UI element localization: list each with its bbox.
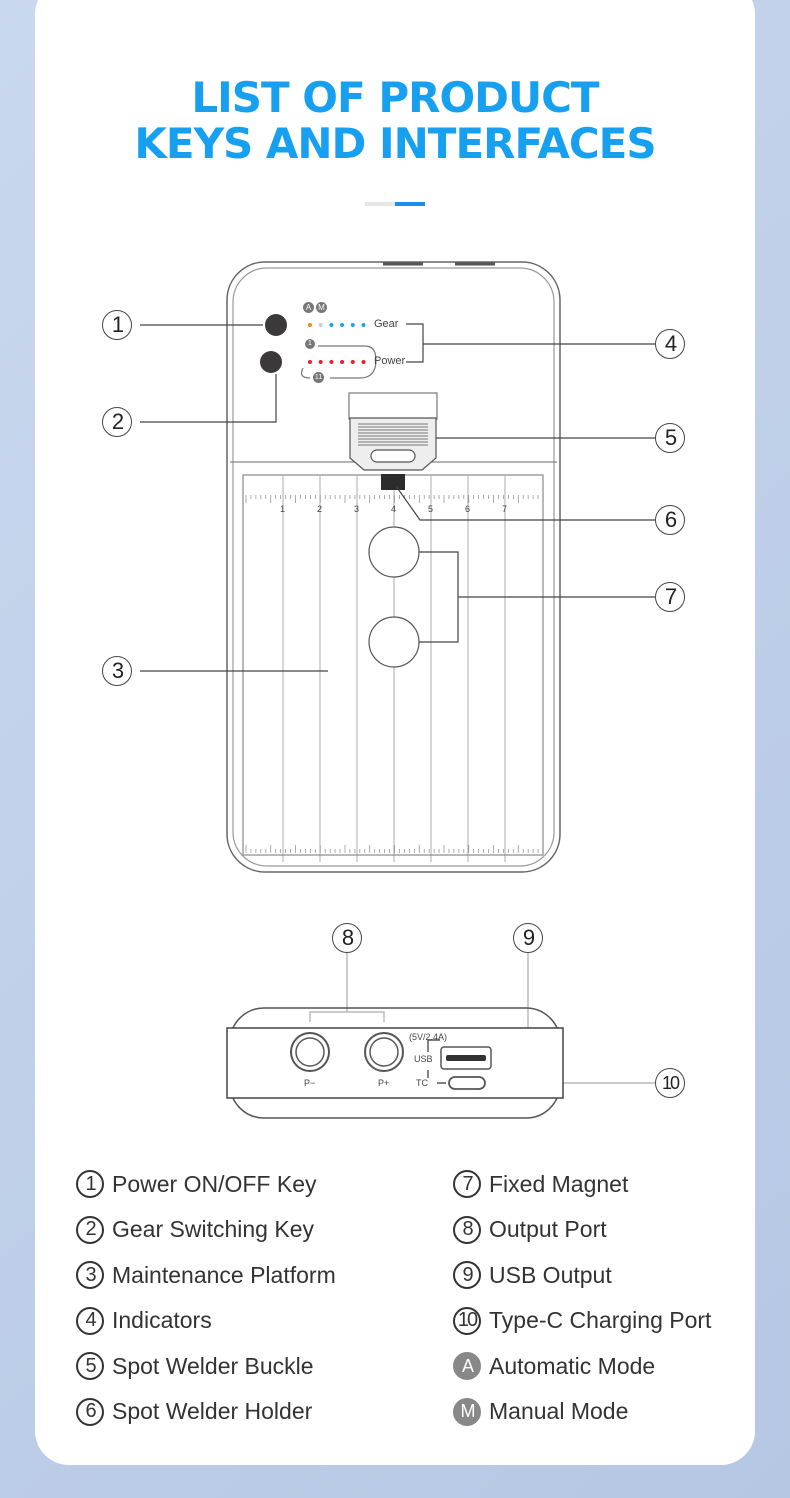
gear-label: Gear xyxy=(374,318,399,330)
legend-number-icon: 9 xyxy=(453,1261,481,1289)
title-line-2: KEYS AND INTERFACES xyxy=(134,119,656,168)
legend-item: M Manual Mode xyxy=(453,1392,628,1432)
ruler-tick-label: 1 xyxy=(280,504,286,514)
legend-number-icon: 10 xyxy=(453,1306,481,1335)
divider-blue xyxy=(395,202,425,206)
power-indicator-dot xyxy=(361,360,366,364)
callout-9: 9 xyxy=(513,923,543,953)
legend-label: Gear Switching Key xyxy=(112,1216,314,1242)
callout-1: 1 xyxy=(102,310,132,340)
usb-label: USB xyxy=(414,1054,433,1064)
legend-label: Maintenance Platform xyxy=(112,1261,336,1288)
gear-key xyxy=(260,351,282,373)
legend-number-icon: 5 xyxy=(76,1352,104,1380)
legend-item: A Automatic Mode xyxy=(453,1346,655,1386)
p-minus-label: P− xyxy=(304,1078,316,1088)
legend-number-icon: 8 xyxy=(453,1215,481,1244)
power-end-icon: 11 xyxy=(313,372,324,383)
legend-item: 7 Fixed Magnet xyxy=(453,1164,628,1204)
gear-indicator-dot xyxy=(340,323,345,327)
p-plus-label: P+ xyxy=(378,1078,390,1088)
callout-8: 8 xyxy=(332,923,362,953)
legend-label: Automatic Mode xyxy=(489,1352,656,1379)
gear-indicator-dot xyxy=(329,323,334,327)
legend-number-icon: 2 xyxy=(76,1215,104,1244)
legend-number-icon: 3 xyxy=(76,1261,104,1289)
power-label: Power xyxy=(374,355,406,367)
ruler-tick-label: 5 xyxy=(428,504,434,514)
divider-gray xyxy=(365,202,395,206)
callout-4: 4 xyxy=(655,329,685,359)
legend-item: 8 Output Port xyxy=(453,1210,607,1250)
callout-7: 7 xyxy=(655,582,685,612)
ruler-tick-label: 3 xyxy=(354,504,360,514)
legend-item: 5 Spot Welder Buckle xyxy=(76,1346,314,1386)
gear-indicator-dot xyxy=(318,323,323,327)
legend-item: 3 Maintenance Platform xyxy=(76,1255,336,1295)
legend-number-icon: M xyxy=(453,1397,481,1426)
usb-rating: (5V/2.4A) xyxy=(409,1032,448,1042)
ruler-tick-label: 2 xyxy=(317,504,323,514)
gear-indicator-dot xyxy=(361,323,366,327)
callout-3: 3 xyxy=(102,656,132,686)
power-indicator-dot xyxy=(318,360,323,364)
legend-item: 1 Power ON/OFF Key xyxy=(76,1164,316,1204)
gear-indicator-dot xyxy=(308,323,312,327)
legend-label: Spot Welder Holder xyxy=(112,1398,313,1424)
legend-number-icon: 6 xyxy=(76,1397,104,1426)
legend-item: 9 USB Output xyxy=(453,1255,612,1295)
ruler-tick-label: 7 xyxy=(502,504,508,514)
device-body xyxy=(226,261,561,873)
mode-m-icon: M xyxy=(316,302,327,313)
callout-2: 2 xyxy=(102,407,132,437)
power-indicator-dot xyxy=(350,360,355,364)
legend-label: Fixed Magnet xyxy=(489,1170,629,1197)
power-indicator-dot xyxy=(329,360,334,364)
legend-label: Power ON/OFF Key xyxy=(112,1170,317,1197)
ruler-tick-label: 4 xyxy=(391,504,397,514)
legend-label: Indicators xyxy=(112,1307,212,1333)
callout-5: 5 xyxy=(655,423,685,453)
legend-item: 6 Spot Welder Holder xyxy=(76,1392,312,1432)
device-diagram xyxy=(140,261,655,1119)
title-line-1: LIST OF PRODUCT xyxy=(191,73,599,122)
legend-label: USB Output xyxy=(489,1261,612,1288)
callout-6: 6 xyxy=(655,505,685,535)
legend-item: 4 Indicators xyxy=(76,1301,212,1341)
typec-port xyxy=(448,1076,486,1090)
legend-label: Manual Mode xyxy=(489,1398,629,1424)
legend-label: Type-C Charging Port xyxy=(489,1307,712,1333)
legend-number-icon: A xyxy=(453,1352,481,1380)
magnet-2 xyxy=(368,616,420,668)
spot-welder-holder xyxy=(381,474,405,490)
ruler-tick-label: 6 xyxy=(465,504,471,514)
legend-item: 2 Gear Switching Key xyxy=(76,1210,314,1250)
usb-port xyxy=(440,1046,492,1070)
magnet-1 xyxy=(368,526,420,578)
legend-item: 10 Type-C Charging Port xyxy=(453,1301,711,1341)
legend-number-icon: 7 xyxy=(453,1170,481,1198)
legend-number-icon: 1 xyxy=(76,1170,104,1198)
legend-label: Spot Welder Buckle xyxy=(112,1352,314,1379)
content-card xyxy=(35,0,755,1465)
power-indicator-dot xyxy=(308,360,312,364)
callout-10: 10 xyxy=(655,1068,685,1098)
power-start-icon: 1 xyxy=(305,339,315,349)
legend-label: Output Port xyxy=(489,1216,607,1242)
mode-a-icon: A xyxy=(303,302,314,313)
power-key xyxy=(265,314,287,336)
power-indicator-dot xyxy=(340,360,345,364)
tc-label: TC xyxy=(416,1078,428,1088)
legend-number-icon: 4 xyxy=(76,1306,104,1335)
gear-indicator-dot xyxy=(350,323,355,327)
